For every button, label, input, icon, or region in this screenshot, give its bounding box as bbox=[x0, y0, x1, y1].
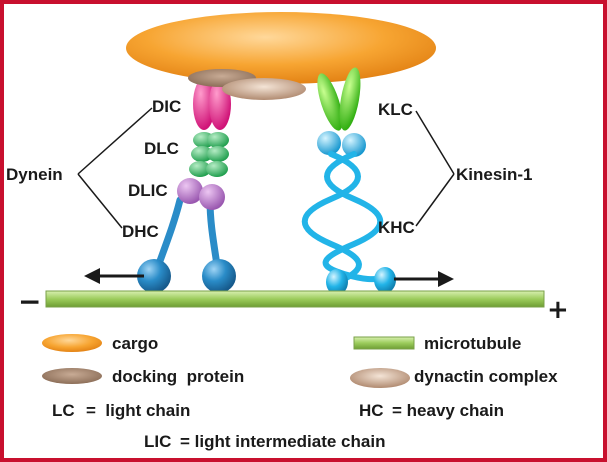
legend-lc-definition: = light chain bbox=[86, 401, 190, 420]
legend-hc-definition: = heavy chain bbox=[392, 401, 504, 420]
dlc-bead bbox=[207, 132, 229, 148]
dynein-bracket-lines bbox=[77, 107, 153, 229]
khc-label: KHC bbox=[378, 218, 415, 237]
legend-docking-protein-label: docking protein bbox=[112, 367, 244, 386]
dlic-shape-left bbox=[177, 178, 203, 204]
dic-shape-left bbox=[193, 78, 215, 130]
dlc-bead bbox=[189, 161, 211, 177]
kinesin-direction-arrow bbox=[394, 271, 454, 287]
khc-coiled-coil-strand-a bbox=[301, 151, 362, 285]
legend-lc-abbr: LC bbox=[52, 401, 75, 420]
legend-microtubule-swatch bbox=[353, 336, 415, 350]
klc-tail-bead bbox=[317, 131, 341, 155]
minus-end-label: − bbox=[18, 285, 41, 318]
cargo-shape bbox=[126, 12, 436, 84]
dlic-label: DLIC bbox=[128, 181, 168, 200]
kinesin-bracket-lines bbox=[415, 110, 455, 227]
legend-cargo-swatch bbox=[42, 334, 102, 352]
klc-label: KLC bbox=[378, 100, 413, 119]
klc-shape-right bbox=[339, 67, 361, 131]
legend-cargo-label: cargo bbox=[112, 334, 158, 353]
dynactin-complex-shape bbox=[222, 78, 306, 100]
dlic-shape-right bbox=[199, 184, 225, 210]
dlc-label: DLC bbox=[144, 139, 179, 158]
legend-dynactin-label: dynactin complex bbox=[414, 367, 558, 386]
legend-microtubule-label: microtubule bbox=[424, 334, 521, 353]
legend-hc-abbr: HC bbox=[359, 401, 384, 420]
kinesin-motor-head-right bbox=[374, 267, 396, 293]
kinesin-label: Kinesin-1 bbox=[456, 165, 533, 184]
dynein-motor-head-left bbox=[137, 259, 171, 293]
klc-shape-left bbox=[317, 73, 343, 131]
dynein-motor-head-right bbox=[202, 259, 236, 293]
kinesin-motor-head-left bbox=[326, 269, 348, 295]
dic-label: DIC bbox=[152, 97, 181, 116]
khc-coiled-coil-strand-b bbox=[322, 151, 387, 283]
dynein-direction-arrow bbox=[84, 268, 144, 284]
dhc-label: DHC bbox=[122, 222, 159, 241]
dlc-bead bbox=[191, 146, 213, 162]
legend-lic-abbr: LIC bbox=[144, 432, 171, 451]
klc-tail-bead bbox=[342, 133, 366, 157]
legend-lic-definition: = light intermediate chain bbox=[180, 432, 385, 451]
plus-end-label: + bbox=[547, 295, 569, 325]
dlc-bead bbox=[206, 161, 228, 177]
microtubule-filament bbox=[45, 290, 545, 308]
dynein-label: Dynein bbox=[6, 165, 63, 184]
motor-protein-diagram: − + DIC DLC DLIC DHC Dynein KLC KHC Kine… bbox=[6, 12, 569, 451]
legend-dynactin-swatch bbox=[350, 368, 410, 388]
legend-docking-protein-swatch bbox=[42, 368, 102, 384]
dlc-bead bbox=[207, 146, 229, 162]
